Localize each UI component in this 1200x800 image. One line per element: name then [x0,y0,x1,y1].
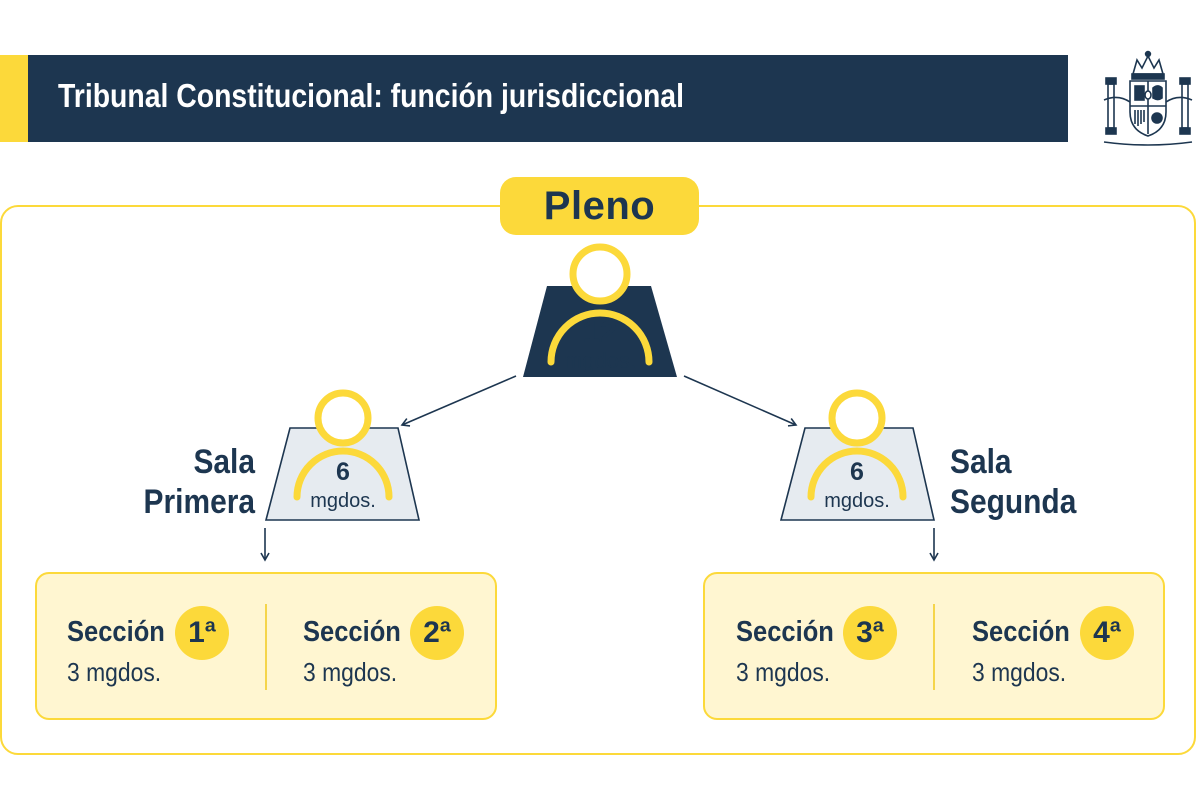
sala-segunda-count: 6 mgdos. [807,458,907,512]
seccion-2-word: Sección [303,616,401,648]
arrow-pleno-to-sala-primera [400,375,517,427]
sala-segunda-line1: Sala [950,443,1012,481]
pleno-label: Pleno [500,177,699,235]
sala-segunda-line2: Segunda [950,483,1077,521]
seccion-4-badge: 4ª [1080,606,1134,660]
seccion-1-badge: 1ª [175,606,229,660]
seccion-4-word: Sección [972,616,1070,648]
sala-segunda-unit: mgdos. [824,490,890,512]
pleno-weight-icon [523,243,677,377]
seccion-3-word: Sección [736,616,834,648]
sala-segunda-label: Sala Segunda [950,442,1126,522]
sala-primera-label: Sala Primera [101,442,255,522]
secciones-divider-left [265,604,267,690]
sala-primera-line1: Sala [193,443,255,481]
arrow-pleno-to-sala-segunda [683,375,798,427]
secciones-divider-right [933,604,935,690]
title-bar [28,55,1068,142]
sala-segunda-number: 6 [850,458,864,486]
header-accent [0,55,28,142]
sala-primera-weight-icon [264,389,421,521]
seccion-1-members: 3 mgdos. [67,657,162,687]
seccion-3-badge: 3ª [843,606,897,660]
sala-primera-line2: Primera [143,483,255,521]
pleno-number: 12 [582,314,618,349]
sala-primera-count: 6 mgdos. [293,458,393,512]
seccion-3-members: 3 mgdos. [736,657,831,687]
pleno-count: 12 mgdos. [550,316,650,372]
seccion-2-members: 3 mgdos. [303,657,398,687]
sala-segunda-weight-icon [779,389,936,521]
sala-primera-unit: mgdos. [310,490,376,512]
pleno-unit: mgdos. [563,348,637,373]
page-title: Tribunal Constitucional: función jurisdi… [58,77,684,114]
seccion-4-members: 3 mgdos. [972,657,1067,687]
seccion-2-badge: 2ª [410,606,464,660]
coat-of-arms-logo [1103,50,1193,146]
sala-primera-number: 6 [336,458,350,486]
seccion-1-word: Sección [67,616,165,648]
